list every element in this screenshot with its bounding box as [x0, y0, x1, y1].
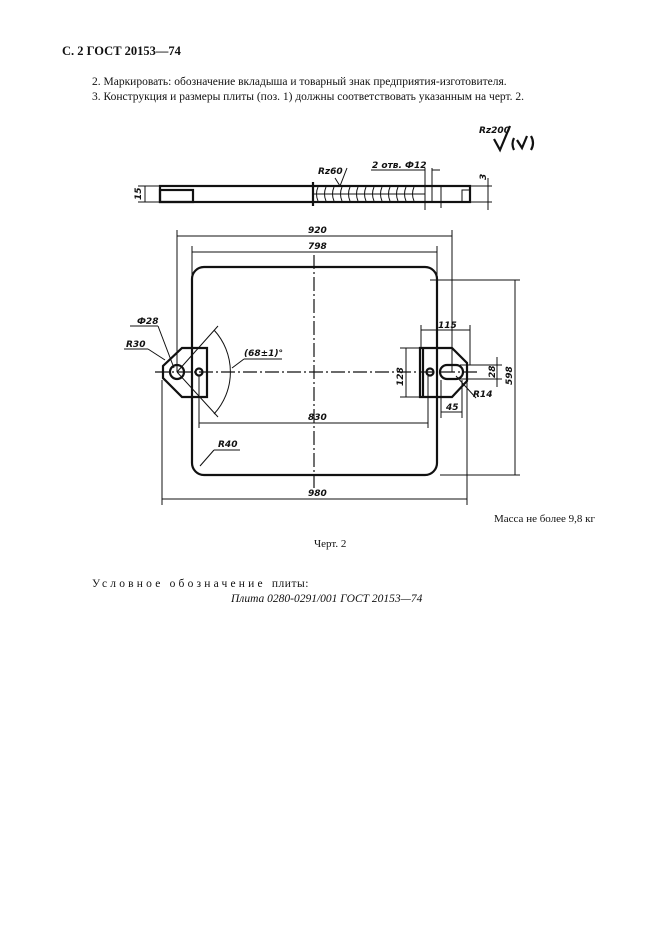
dim-r14-label: R14 — [473, 390, 492, 400]
page-header: С. 2 ГОСТ 20153—74 — [62, 44, 181, 58]
dim-f28-label: Ф28 — [137, 317, 158, 327]
holes-note-label: 2 отв. Ф12 — [372, 161, 427, 171]
dim-980-label: 980 — [308, 489, 327, 499]
dim-115-label: 115 — [438, 321, 457, 331]
dim-598-label: 598 — [505, 366, 515, 385]
designation-example: Плита 0280-0291/001 ГОСТ 20153—74 — [231, 593, 423, 605]
designation-label: Условное обозначение плиты: — [92, 578, 309, 590]
dim-128-label: 128 — [396, 367, 406, 386]
dim-thickness-label: 15 — [134, 187, 144, 200]
roughness-symbol-icon: Rz200 — [479, 125, 535, 153]
roughness-weld-label: Rz60 — [318, 167, 343, 177]
dim-45-label: 45 — [445, 403, 459, 413]
dim-r30-label: R30 — [126, 340, 145, 350]
paragraph-3: 3. Конструкция и размеры плиты (поз. 1) … — [92, 91, 525, 103]
dim-920-label: 920 — [308, 226, 327, 236]
dim-angle-label: (68±1)° — [244, 349, 283, 359]
dim-edge-label: 3 — [479, 174, 489, 180]
dim-28-label: 28 — [488, 365, 498, 378]
designation-label-tail: плиты: — [271, 578, 309, 590]
roughness-general-label: Rz200 — [479, 126, 510, 136]
figure-caption: Черт. 2 — [314, 538, 347, 550]
plan-view: 920 798 980 830 598 128 28 115 45 R14 R4… — [124, 226, 520, 505]
dim-798-label: 798 — [308, 242, 327, 252]
dim-830-label: 830 — [308, 413, 327, 423]
side-view: Rz60 2 отв. Ф12 3 15 — [134, 161, 492, 210]
paragraph-2: 2. Маркировать: обозначение вкладыша и т… — [92, 76, 507, 88]
mass-note: Масса не более 9,8 кг — [494, 513, 596, 525]
designation-label-spaced: Условное обозначение — [92, 578, 266, 590]
dim-r40-label: R40 — [218, 440, 237, 450]
